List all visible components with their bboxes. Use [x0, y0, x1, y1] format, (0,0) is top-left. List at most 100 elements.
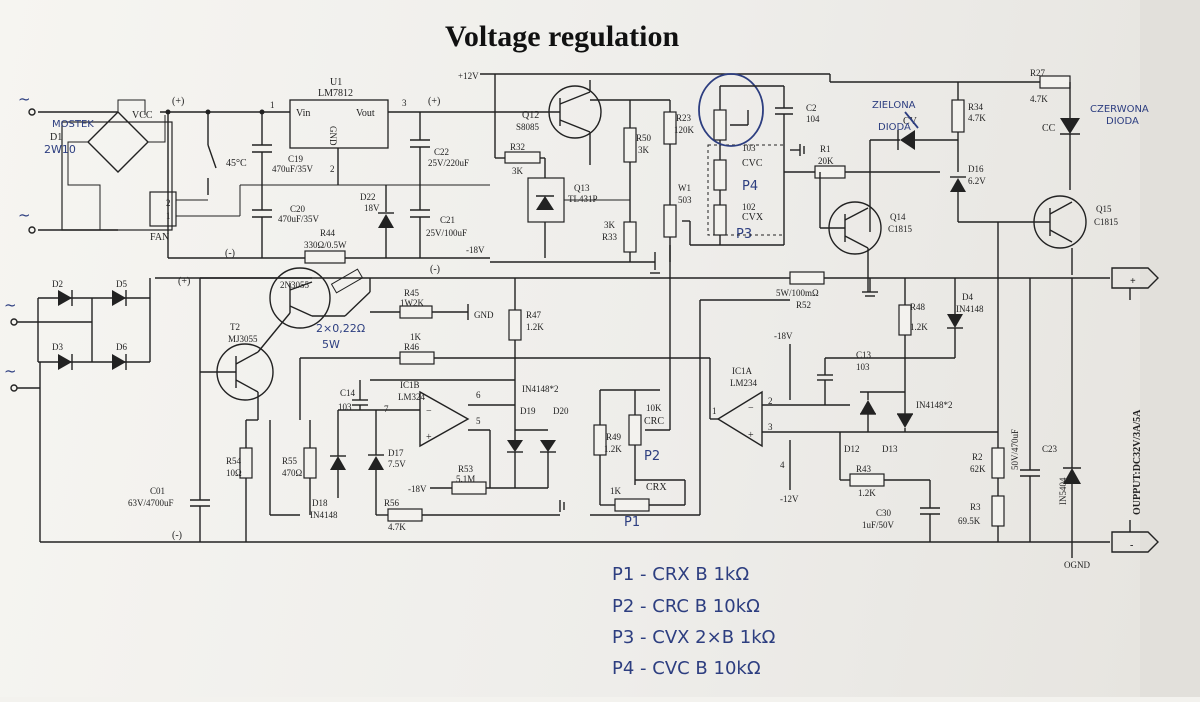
resistor-r48: R48 1.2K	[898, 278, 928, 392]
pot-crc-p2: 10K CRC P2	[628, 245, 671, 485]
fan-label: FAN	[150, 232, 169, 243]
legend-p3: P3 - CVX 2×B 1kΩ	[612, 627, 776, 648]
minus-label-3: (-)	[172, 530, 182, 541]
svg-text:R2: R2	[972, 452, 983, 462]
diode-1n5404: IN5404 OGND	[1058, 278, 1090, 570]
transistor-q12: Q12 S8085	[495, 80, 602, 165]
bridge-ref: D1	[50, 132, 62, 143]
resistor-r45: R45 1W2K GND	[370, 288, 494, 320]
svg-text:1.2K: 1.2K	[604, 444, 622, 454]
output-plus-rail: 5W/100mΩ R52	[155, 271, 1110, 310]
svg-text:CV: CV	[903, 116, 918, 127]
svg-text:5: 5	[476, 416, 481, 426]
svg-text:62K: 62K	[970, 464, 986, 474]
svg-text:470Ω: 470Ω	[282, 468, 303, 478]
svg-text:Vout: Vout	[356, 108, 375, 119]
svg-text:~: ~	[4, 296, 17, 314]
resistor-r54: R54 10Ω	[226, 419, 300, 542]
svg-text:DIODA: DIODA	[1106, 116, 1139, 127]
shunt-q13: Q13 TL431P	[527, 158, 630, 258]
svg-text:1.2K: 1.2K	[526, 322, 544, 332]
capacitor-c13: C13 103	[817, 350, 905, 405]
svg-text:-18V: -18V	[774, 331, 793, 341]
svg-text:Q15: Q15	[1096, 204, 1112, 214]
resistor-r43: R43 1.2K	[840, 464, 930, 498]
resistor-r32: R32 3K	[494, 112, 545, 176]
svg-text:25V/100uF: 25V/100uF	[426, 228, 467, 238]
diodes-d19-d20: IN4148*2 D19 D20	[507, 384, 569, 488]
transistor-2n3055: 2N3055 2×0,22Ω 5W	[200, 267, 371, 351]
svg-text:CVX: CVX	[742, 212, 764, 223]
trimmer-w1: W1 503	[663, 183, 720, 262]
svg-text:4: 4	[780, 460, 785, 470]
svg-text:-12V: -12V	[780, 494, 799, 504]
zener-d16: D16 6.2V	[950, 164, 1020, 223]
svg-text:GND: GND	[328, 126, 338, 146]
pot-crx-p1: 1K CRX P1	[559, 479, 686, 530]
resistor-r34: R34 4.7K	[951, 82, 986, 172]
svg-text:470uF/35V: 470uF/35V	[278, 214, 320, 224]
svg-text:IN5404: IN5404	[1058, 477, 1068, 505]
svg-text:CRX: CRX	[646, 482, 667, 493]
svg-text:~: ~	[4, 362, 17, 380]
svg-text:1K: 1K	[410, 332, 422, 342]
svg-text:C30: C30	[876, 508, 892, 518]
thermal-label: 45°C	[226, 158, 247, 169]
svg-text:C22: C22	[434, 147, 449, 157]
svg-text:D18: D18	[312, 498, 328, 508]
led-cc: CC CZERWONA DIODA	[1042, 104, 1149, 190]
svg-text:LM234: LM234	[730, 378, 758, 388]
svg-text:IN4148: IN4148	[310, 510, 338, 520]
svg-text:R46: R46	[404, 342, 420, 352]
svg-text:2×0,22Ω: 2×0,22Ω	[316, 322, 365, 335]
svg-text:R47: R47	[526, 310, 542, 320]
svg-text:IC1A: IC1A	[732, 366, 753, 376]
svg-text:R43: R43	[856, 464, 872, 474]
resistor-r27: R27 4.7K	[1030, 68, 1071, 118]
svg-text:DIODA: DIODA	[878, 122, 911, 133]
svg-text:470uF/35V: 470uF/35V	[272, 164, 314, 174]
svg-text:IN4148*2: IN4148*2	[916, 400, 953, 410]
svg-text:GND: GND	[474, 310, 494, 320]
svg-text:D22: D22	[360, 192, 376, 202]
svg-text:4.7K: 4.7K	[388, 522, 406, 532]
svg-text:CRC: CRC	[644, 416, 664, 427]
resistor-r33: 3K R33	[602, 220, 637, 262]
svg-text:Vin: Vin	[296, 108, 310, 119]
svg-text:~: ~	[18, 90, 31, 108]
svg-text:C1815: C1815	[888, 224, 913, 234]
capacitor-c20: C20 470uF/35V	[252, 204, 320, 258]
bridge-note: MOSTEK	[52, 119, 94, 130]
plus12v-rail: +12V	[458, 71, 1070, 112]
resistor-r23: R23 120K	[630, 99, 695, 205]
svg-text:3: 3	[402, 98, 407, 108]
regulator-u1: U1 LM7812 Vin Vout GND 1 2 3 (+)	[270, 77, 495, 185]
svg-text:IN4148: IN4148	[956, 304, 984, 314]
capacitor-c21: C21 25V/100uF	[410, 209, 467, 258]
svg-text:IN4148*2: IN4148*2	[522, 384, 559, 394]
svg-text:5W/100mΩ: 5W/100mΩ	[776, 288, 819, 298]
transistor-t2: T2 MJ3055	[199, 278, 291, 420]
resistor-r50: R50 3K	[590, 99, 652, 222]
svg-text:R56: R56	[384, 498, 400, 508]
svg-text:-: -	[1130, 540, 1133, 551]
vcc-rail: VCC (+) 45°C 2 1 FAN	[132, 96, 490, 258]
svg-text:P1: P1	[624, 515, 640, 530]
resistor-r1: R1 20K	[784, 144, 940, 179]
svg-text:18V: 18V	[364, 203, 380, 213]
output-terminal-minus: -	[1111, 531, 1159, 553]
output-label: OUPPUT:DC32V/3A/5A	[1132, 409, 1143, 515]
resistor-r55: R55 470Ω	[282, 420, 317, 515]
svg-text:LM324: LM324	[398, 392, 426, 402]
minus-label-1: (-)	[225, 248, 235, 259]
svg-text:+: +	[1130, 276, 1136, 287]
diodes-d12-d13: IN4148*2 D12 D13	[840, 391, 960, 454]
svg-text:25V/220uF: 25V/220uF	[428, 158, 469, 168]
svg-text:103: 103	[338, 402, 352, 412]
svg-text:103: 103	[856, 362, 870, 372]
svg-text:R53: R53	[458, 464, 474, 474]
capacitor-c30: C30 1uF/50V	[862, 480, 940, 542]
opamp-ic1a: IC1A LM234 − + 2 3 1 4 -18V -12V	[709, 331, 850, 504]
svg-text:+12V: +12V	[458, 71, 479, 81]
